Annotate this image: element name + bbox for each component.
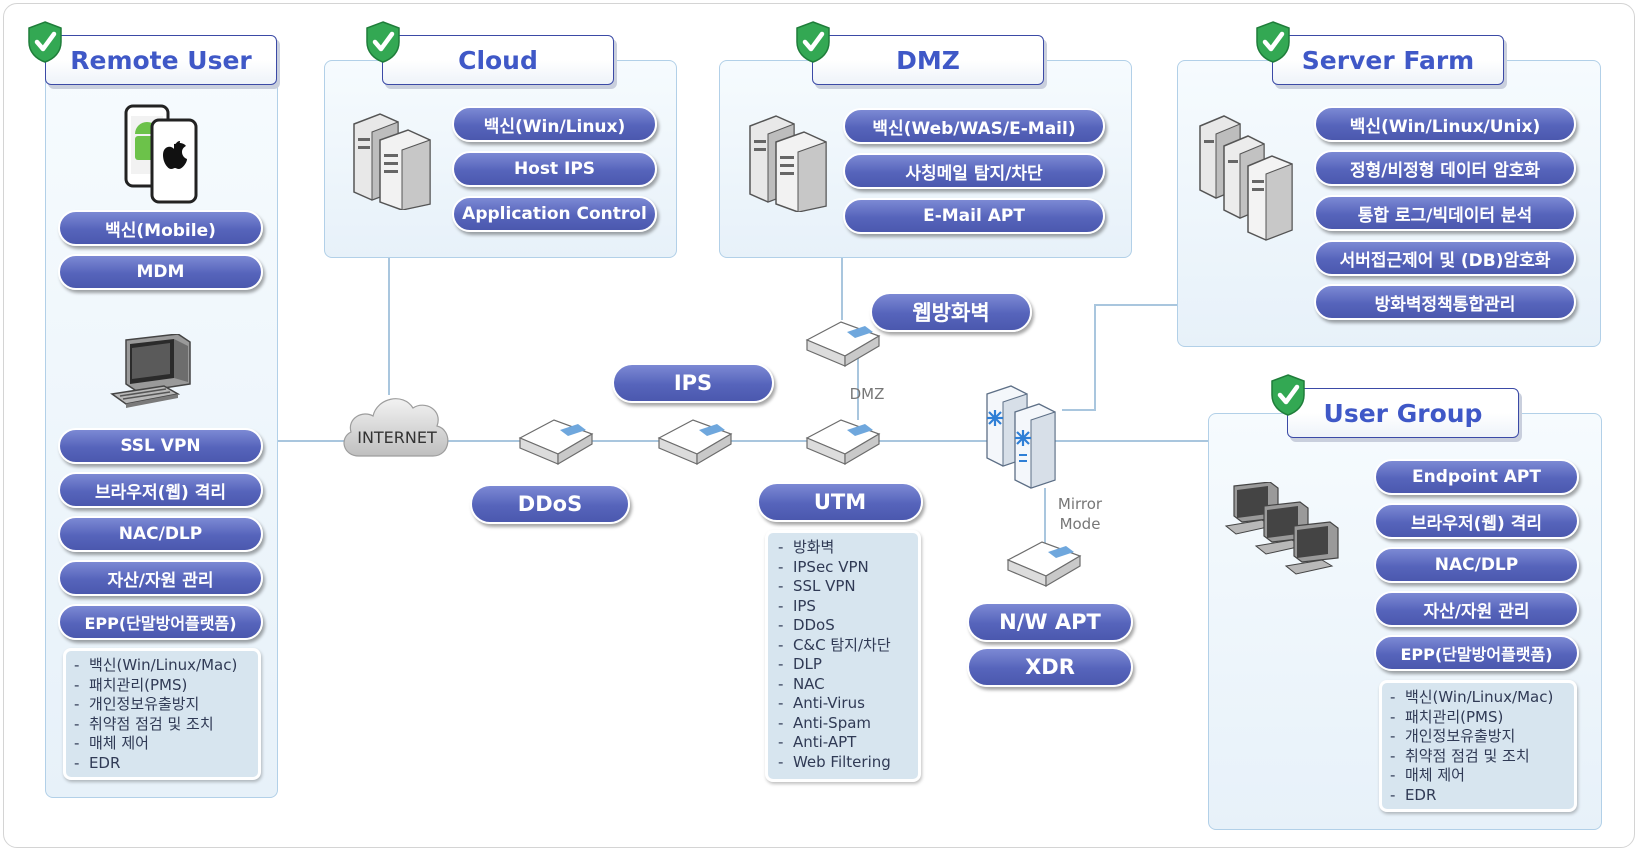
detail-item: - EDR xyxy=(74,753,121,772)
desktop-pc-icon xyxy=(110,334,191,408)
detail-item: - 취약점 점검 및 조치 xyxy=(1390,746,1530,765)
internet-label: INTERNET xyxy=(357,428,437,447)
server-firewall-policy-item: 방화벽정책통합관리 xyxy=(1314,284,1576,320)
remote-mdm-item: MDM xyxy=(58,254,263,290)
detail-item: - 패치관리(PMS) xyxy=(1390,707,1504,726)
cloud-av-item: 백신(Win/Linux) xyxy=(452,106,657,142)
server-data-encryption-item: 정형/비정형 데이터 암호화 xyxy=(1314,150,1576,186)
remote-nac-dlp-item: NAC/DLP xyxy=(58,516,263,552)
utm-feature: - SSL VPN xyxy=(778,577,856,595)
remote-epp-item: EPP(단말방어플랫폼) xyxy=(58,604,263,640)
detail-item: - 취약점 점검 및 조치 xyxy=(74,714,214,733)
detail-item: - 백신(Win/Linux/Mac) xyxy=(74,656,238,674)
serverfarm-link-line xyxy=(1062,304,1180,411)
shield-check-icon xyxy=(366,21,400,63)
ddos-appliance-icon xyxy=(518,419,594,466)
server-access-control-item: 서버접근제어 및 (DB)암호화 xyxy=(1314,240,1576,276)
user-asset-mgmt-item: 자산/자원 관리 xyxy=(1374,591,1579,627)
utm-label: UTM xyxy=(757,482,923,522)
detail-item: - 매체 제어 xyxy=(74,734,149,752)
cloud-host-ips-item: Host IPS xyxy=(452,151,657,187)
detail-item: - EDR xyxy=(1390,785,1437,804)
user-browser-isolation-item: 브라우저(웹) 격리 xyxy=(1374,503,1579,539)
user-endpoint-apt-item: Endpoint APT xyxy=(1374,459,1579,495)
dmz-phishing-mail-item: 사칭메일 탐지/차단 xyxy=(843,153,1105,189)
utm-feature: - Web Filtering xyxy=(778,752,891,771)
shield-check-icon xyxy=(1256,21,1290,63)
remote-user-title: Remote User xyxy=(45,35,277,85)
shield-check-icon xyxy=(28,21,62,63)
dmz-email-apt-item: E-Mail APT xyxy=(843,198,1105,234)
remote-epp-details: - 백신(Win/Linux/Mac) - 패치관리(PMS) - 개인정보유출… xyxy=(63,648,261,780)
waf-appliance-icon xyxy=(805,321,881,368)
mirror-mode-label: Mirror Mode xyxy=(1050,494,1110,534)
xdr-label: XDR xyxy=(967,647,1133,687)
utm-feature: - DLP xyxy=(778,655,822,673)
nw-apt-appliance-icon xyxy=(1006,541,1082,588)
mirror-label-line2: Mode xyxy=(1059,515,1101,533)
cloud-app-control-item: Application Control xyxy=(452,196,657,232)
nw-apt-label: N/W APT xyxy=(967,602,1133,642)
dmz-link-label: DMZ xyxy=(849,385,885,403)
server-log-analysis-item: 통합 로그/빅데이터 분석 xyxy=(1314,195,1576,231)
shield-check-icon xyxy=(796,21,830,63)
remote-mobile-av-item: 백신(Mobile) xyxy=(58,210,263,246)
utm-feature: - IPS xyxy=(778,596,816,615)
server-farm-title: Server Farm xyxy=(1272,35,1504,85)
detail-item: - 매체 제어 xyxy=(1390,766,1465,784)
server-icon xyxy=(749,115,827,212)
remote-browser-isolation-item: 브라우저(웹) 격리 xyxy=(58,472,263,508)
utm-appliance-icon xyxy=(805,419,881,466)
utm-feature: - IPSec VPN xyxy=(778,557,869,576)
ddos-label: DDoS xyxy=(470,484,630,524)
detail-item: - 백신(Win/Linux/Mac) xyxy=(1390,688,1554,706)
workstations-icon xyxy=(1224,482,1339,575)
utm-feature: - Anti-Spam xyxy=(778,713,872,732)
utm-feature: - Anti-APT xyxy=(778,733,857,751)
cloud-title: Cloud xyxy=(382,35,614,85)
dmz-av-item: 백신(Web/WAS/E-Mail) xyxy=(843,108,1105,144)
utm-feature: - 방화벽 xyxy=(778,538,835,556)
utm-features-list: - 방화벽 - IPSec VPN - SSL VPN - IPS - DDoS… xyxy=(765,530,921,782)
utm-feature: - DDoS xyxy=(778,616,835,634)
remote-asset-mgmt-item: 자산/자원 관리 xyxy=(58,560,263,596)
utm-feature: - Anti-Virus xyxy=(778,694,865,712)
server-rack-icon xyxy=(1199,115,1293,241)
detail-item: - 개인정보유출방지 xyxy=(74,695,200,713)
user-epp-item: EPP(단말방어플랫폼) xyxy=(1374,635,1579,671)
server-icon xyxy=(353,113,431,210)
mobile-phones-icon xyxy=(124,104,198,204)
detail-item: - 패치관리(PMS) xyxy=(74,675,188,694)
ips-label: IPS xyxy=(612,363,774,403)
diagram-frame xyxy=(3,3,1635,848)
user-nac-dlp-item: NAC/DLP xyxy=(1374,547,1579,583)
remote-ssl-vpn-item: SSL VPN xyxy=(58,428,263,464)
apt-servers-icon xyxy=(986,385,1056,489)
user-epp-details: - 백신(Win/Linux/Mac) - 패치관리(PMS) - 개인정보유출… xyxy=(1379,680,1577,812)
internet-cloud-icon xyxy=(343,398,449,457)
dmz-title: DMZ xyxy=(812,35,1044,85)
utm-feature: - C&C 탐지/차단 xyxy=(778,635,891,654)
detail-item: - 개인정보유출방지 xyxy=(1390,727,1516,745)
user-group-title: User Group xyxy=(1287,388,1519,438)
shield-check-icon xyxy=(1271,374,1305,416)
ips-appliance-icon xyxy=(657,419,733,466)
server-av-item: 백신(Win/Linux/Unix) xyxy=(1314,106,1576,142)
mirror-label-line1: Mirror xyxy=(1057,495,1103,513)
utm-feature: - NAC xyxy=(778,674,825,693)
waf-label: 웹방화벽 xyxy=(870,292,1032,332)
